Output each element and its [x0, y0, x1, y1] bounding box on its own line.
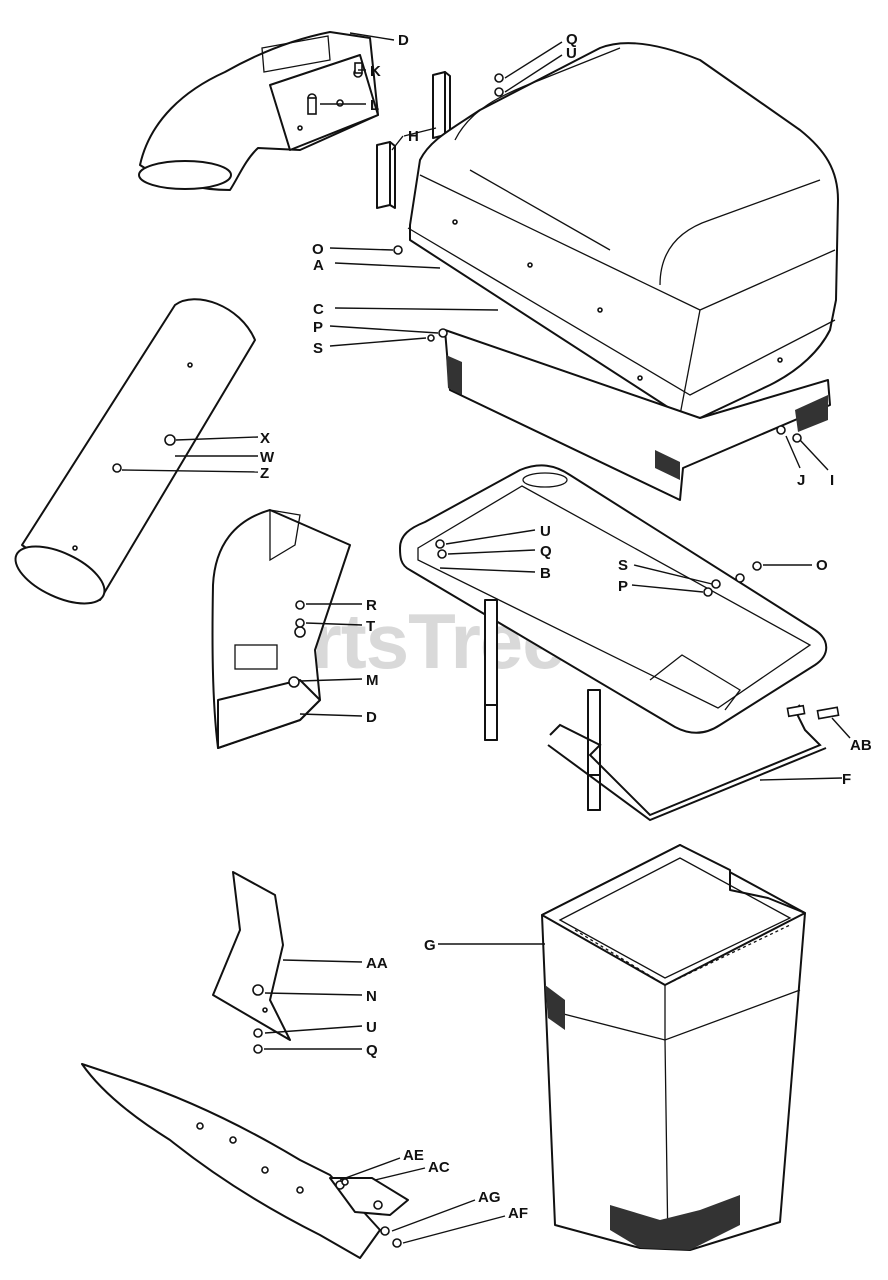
part-f-handle [547, 704, 840, 822]
part-aa-bracket [212, 871, 291, 1041]
label-u: U [366, 1019, 377, 1036]
part-d-elbow-chute [138, 31, 379, 191]
label-s: S [618, 557, 628, 574]
label-q: Q [366, 1042, 378, 1059]
label-q: Q [566, 31, 578, 48]
label-ac: AC [428, 1159, 450, 1176]
label-l: L [370, 97, 379, 114]
label-h: H [408, 128, 419, 145]
label-ag: AG [478, 1189, 501, 1206]
label-c: C [313, 301, 324, 318]
label-g: G [424, 937, 436, 954]
label-r: R [366, 597, 377, 614]
label-af: AF [508, 1205, 528, 1222]
label-i: I [830, 472, 834, 489]
label-a: A [313, 257, 324, 274]
part-g-bag [541, 844, 806, 1251]
label-m: M [366, 672, 379, 689]
label-u: U [566, 45, 577, 62]
part-d-deflector [211, 509, 351, 749]
label-j: J [797, 472, 805, 489]
label-f: F [842, 771, 851, 788]
label-p: P [313, 319, 323, 336]
label-aa: AA [366, 955, 388, 972]
label-q: Q [540, 543, 552, 560]
label-p: P [618, 578, 628, 595]
label-o: O [312, 241, 324, 258]
part-w-tube [14, 298, 256, 605]
part-a-cover [407, 42, 839, 419]
part-b-frame [399, 464, 828, 734]
label-ab: AB [850, 737, 872, 754]
label-s: S [313, 340, 323, 357]
label-k: K [370, 63, 381, 80]
label-x: X [260, 430, 270, 447]
label-t: T [366, 618, 375, 635]
part-blade [81, 1063, 409, 1259]
label-w: W [260, 449, 275, 466]
label-u: U [540, 523, 551, 540]
part-labels: D K L Q U H O A C P S X W Z J I U Q B S … [260, 31, 872, 1222]
label-ae: AE [403, 1147, 424, 1164]
label-d: D [398, 32, 409, 49]
label-n: N [366, 988, 377, 1005]
hardware [253, 73, 802, 1248]
part-c-screen [444, 329, 831, 501]
leader-lines [121, 32, 851, 1244]
label-z: Z [260, 465, 269, 482]
label-o: O [816, 557, 828, 574]
label-b: B [540, 565, 551, 582]
label-d: D [366, 709, 377, 726]
